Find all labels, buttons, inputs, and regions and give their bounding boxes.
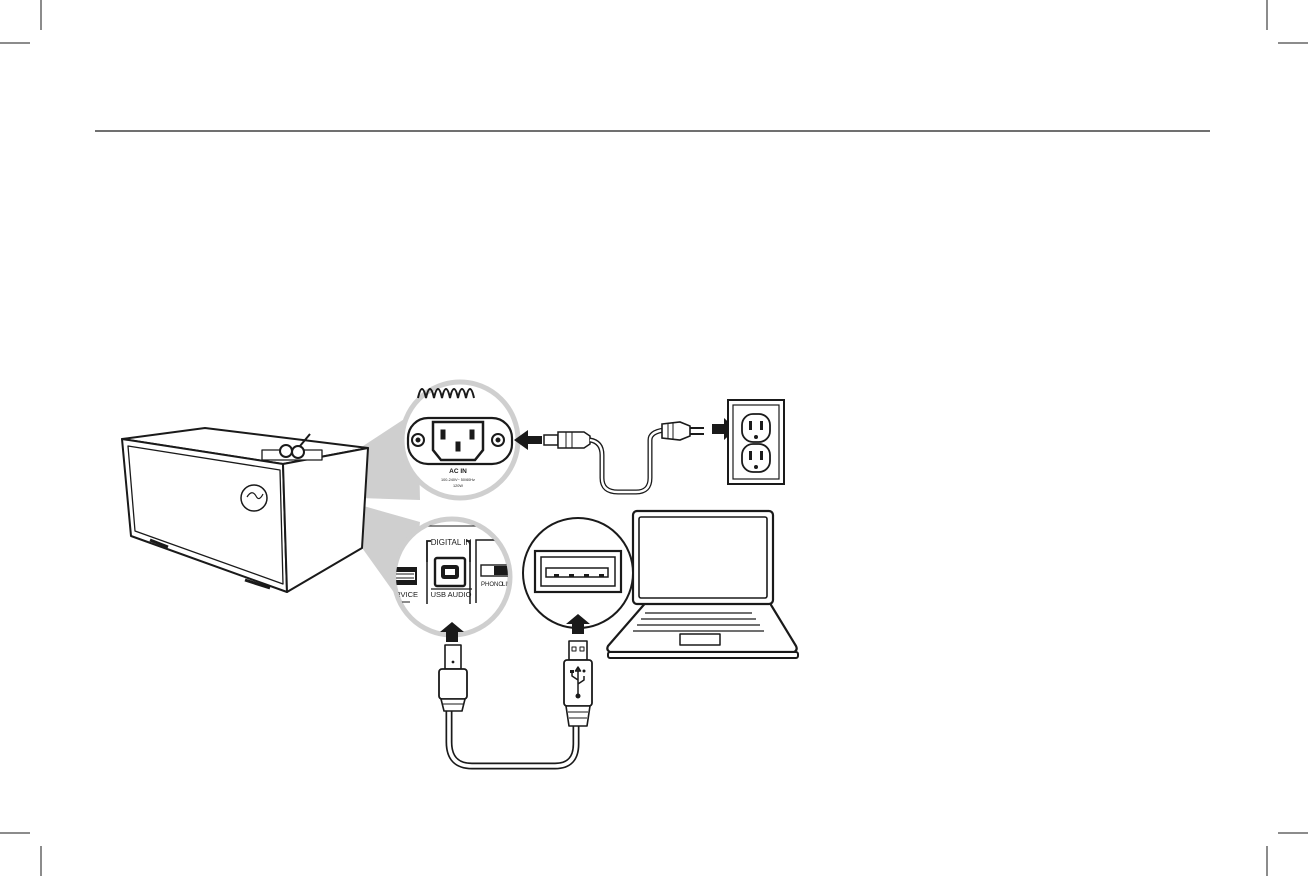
usb-cable-icon xyxy=(439,641,592,766)
ac-rating-label: 100-240V~ 50/60Hz xyxy=(441,478,475,482)
laptop-icon xyxy=(607,511,798,658)
phono-label: PHONO xyxy=(481,582,503,588)
wall-outlet-icon xyxy=(728,400,784,484)
ac-in-label: AC IN xyxy=(449,468,467,475)
digital-in-label: DIGITAL IN xyxy=(431,538,472,547)
speaker-icon xyxy=(122,428,368,592)
power-cord-icon xyxy=(514,418,736,492)
ac-wattage-label: 120W xyxy=(453,484,463,488)
ac-callout: AC IN 100-240V~ 50/60Hz 120W xyxy=(402,382,518,498)
usb-a-callout xyxy=(523,518,633,628)
power-socket-icon xyxy=(408,418,512,464)
service-label: SERVICE xyxy=(385,590,418,599)
usb-a-port-icon xyxy=(535,551,621,592)
usb-audio-label: USB AUDIO xyxy=(431,590,472,599)
